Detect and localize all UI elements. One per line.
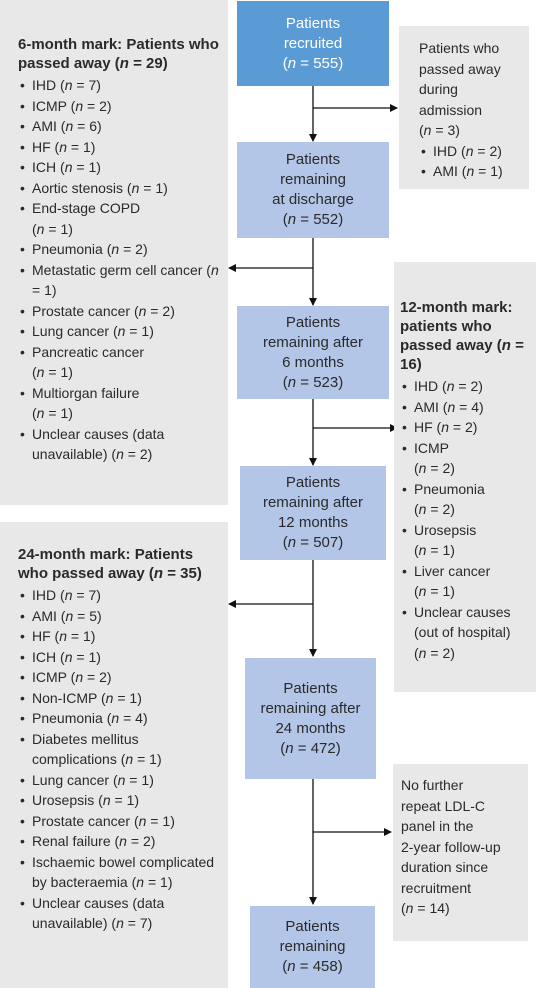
box-count: (n = 555) xyxy=(282,54,344,72)
box-line: Patients xyxy=(285,474,341,491)
list-item: Renal failure (n = 2) xyxy=(18,831,220,852)
list-item: Urosepsis (n = 1) xyxy=(18,790,220,811)
box-count: (n = 14) xyxy=(401,900,450,916)
box-line: recruited xyxy=(283,34,343,52)
box-line: Patients xyxy=(285,918,340,935)
box-count: (n = 552) xyxy=(282,211,344,228)
cause-list: IHD (n = 7) ICMP (n = 2) AMI (n = 6) HF … xyxy=(18,75,220,465)
list-item: Lung cancer (n = 1) xyxy=(18,321,220,342)
list-item: Metastatic germ cell cancer (n = 1) xyxy=(18,260,220,301)
cause-list: IHD (n = 2) AMI (n = 1) xyxy=(419,141,519,182)
box-line: repeat LDL-C xyxy=(401,797,486,814)
list-item: Urosepsis (n = 1) xyxy=(400,520,530,561)
list-item: Prostate cancer (n = 1) xyxy=(18,811,220,832)
box-title: 6-month mark: Patients who passed away (… xyxy=(18,36,219,72)
list-item: IHD (n = 2) xyxy=(419,141,519,162)
box-line: passed away xyxy=(419,60,501,77)
list-item: Ischaemic bowel complicated by bacteraem… xyxy=(18,852,220,893)
box-line: remaining after xyxy=(262,333,364,351)
box-no-ldl-panel: No further repeat LDL-C panel in the 2-y… xyxy=(393,764,528,941)
list-item: ICH (n = 1) xyxy=(18,157,220,178)
list-item: AMI (n = 4) xyxy=(400,397,530,418)
list-item: End-stage COPD (n = 1) xyxy=(18,198,220,239)
list-item: Liver cancer (n = 1) xyxy=(400,561,530,602)
box-remaining-final: Patients remaining (n = 458) xyxy=(250,906,375,988)
box-line: recruitment xyxy=(401,879,472,896)
list-item: Prostate cancer (n = 2) xyxy=(18,301,220,322)
list-item: Unclear causes (data unavailable) (n = 2… xyxy=(18,424,220,465)
box-remaining-12-months: Patients remaining after 12 months (n = … xyxy=(240,466,386,560)
box-line: Patients xyxy=(283,679,338,697)
box-line: Patients xyxy=(285,313,341,331)
list-item: Pneumonia (n = 2) xyxy=(400,479,530,520)
list-item: Pancreatic cancer (n = 1) xyxy=(18,342,220,383)
box-count: (n = 507) xyxy=(282,534,344,551)
list-item: IHD (n = 7) xyxy=(18,585,220,606)
box-line: Patients xyxy=(285,151,341,168)
box-title: 12-month mark: patients who passed away … xyxy=(400,299,524,373)
box-line: admission xyxy=(419,101,483,118)
box-remaining-24-months: Patients remaining after 24 months (n = … xyxy=(245,658,376,779)
list-item: Pneumonia (n = 2) xyxy=(18,239,220,260)
list-item: ICH (n = 1) xyxy=(18,647,220,668)
list-item: Unclear causes (out of hospital) (n = 2) xyxy=(400,602,530,664)
list-item: HF (n = 1) xyxy=(18,137,220,158)
box-line: during xyxy=(419,81,458,97)
box-patients-recruited: Patients recruited (n = 555) xyxy=(237,1,389,86)
box-title: 24-month mark: Patients who passed away … xyxy=(18,546,202,582)
box-admission-deaths: Patients who passed away during admissio… xyxy=(399,26,529,189)
list-item: Aortic stenosis (n = 1) xyxy=(18,178,220,199)
box-line: No further xyxy=(401,777,464,793)
box-line: 24 months xyxy=(275,719,346,737)
list-item: AMI (n = 5) xyxy=(18,606,220,627)
list-item: HF (n = 2) xyxy=(400,417,530,438)
list-item: Unclear causes (data unavailable) (n = 7… xyxy=(18,893,220,934)
box-remaining-discharge: Patients remaining at discharge (n = 552… xyxy=(237,142,389,238)
list-item: Pneumonia (n = 4) xyxy=(18,708,220,729)
list-item: Non-ICMP (n = 1) xyxy=(18,688,220,709)
box-remaining-6-months: Patients remaining after 6 months (n = 5… xyxy=(237,306,389,399)
box-line: 2-year follow-up xyxy=(401,838,501,855)
list-item: ICMP (n = 2) xyxy=(18,96,220,117)
box-6-month-deaths: 6-month mark: Patients who passed away (… xyxy=(0,0,228,505)
box-line: at discharge xyxy=(272,191,354,208)
list-item: IHD (n = 7) xyxy=(18,75,220,96)
box-count: (n = 29) xyxy=(114,55,168,72)
list-item: Lung cancer (n = 1) xyxy=(18,770,220,791)
list-item: AMI (n = 6) xyxy=(18,116,220,137)
list-item: Diabetes mellitus complications (n = 1) xyxy=(18,729,220,770)
list-item: AMI (n = 1) xyxy=(419,161,519,182)
cause-list: IHD (n = 2) AMI (n = 4) HF (n = 2) ICMP … xyxy=(400,376,530,663)
box-line: duration since xyxy=(401,859,489,875)
box-line: Patients who xyxy=(419,40,500,56)
list-item: Multiorgan failure (n = 1) xyxy=(18,383,220,424)
box-count: (n = 458) xyxy=(282,958,343,975)
box-line: remaining xyxy=(280,171,346,188)
cause-list: IHD (n = 7) AMI (n = 5) HF (n = 1) ICH (… xyxy=(18,585,220,934)
box-12-month-deaths: 12-month mark: patients who passed away … xyxy=(394,262,536,692)
box-count: (n = 523) xyxy=(282,373,344,391)
list-item: HF (n = 1) xyxy=(18,626,220,647)
box-line: Patients xyxy=(285,14,341,32)
box-24-month-deaths: 24-month mark: Patients who passed away … xyxy=(0,522,228,988)
box-count: (n = 16) xyxy=(400,337,524,373)
list-item: ICMP (n = 2) xyxy=(400,438,530,479)
list-item: IHD (n = 2) xyxy=(400,376,530,397)
box-line: remaining after xyxy=(262,494,364,511)
box-line: 6 months xyxy=(282,353,344,371)
box-line: 12 months xyxy=(277,514,349,531)
box-line: remaining xyxy=(279,938,346,955)
box-count: (n = 472) xyxy=(280,739,341,757)
list-item: ICMP (n = 2) xyxy=(18,667,220,688)
box-line: panel in the xyxy=(401,818,474,834)
box-count: (n = 3) xyxy=(419,122,460,138)
box-count: (n = 35) xyxy=(148,565,202,582)
box-line: remaining after xyxy=(260,699,361,717)
